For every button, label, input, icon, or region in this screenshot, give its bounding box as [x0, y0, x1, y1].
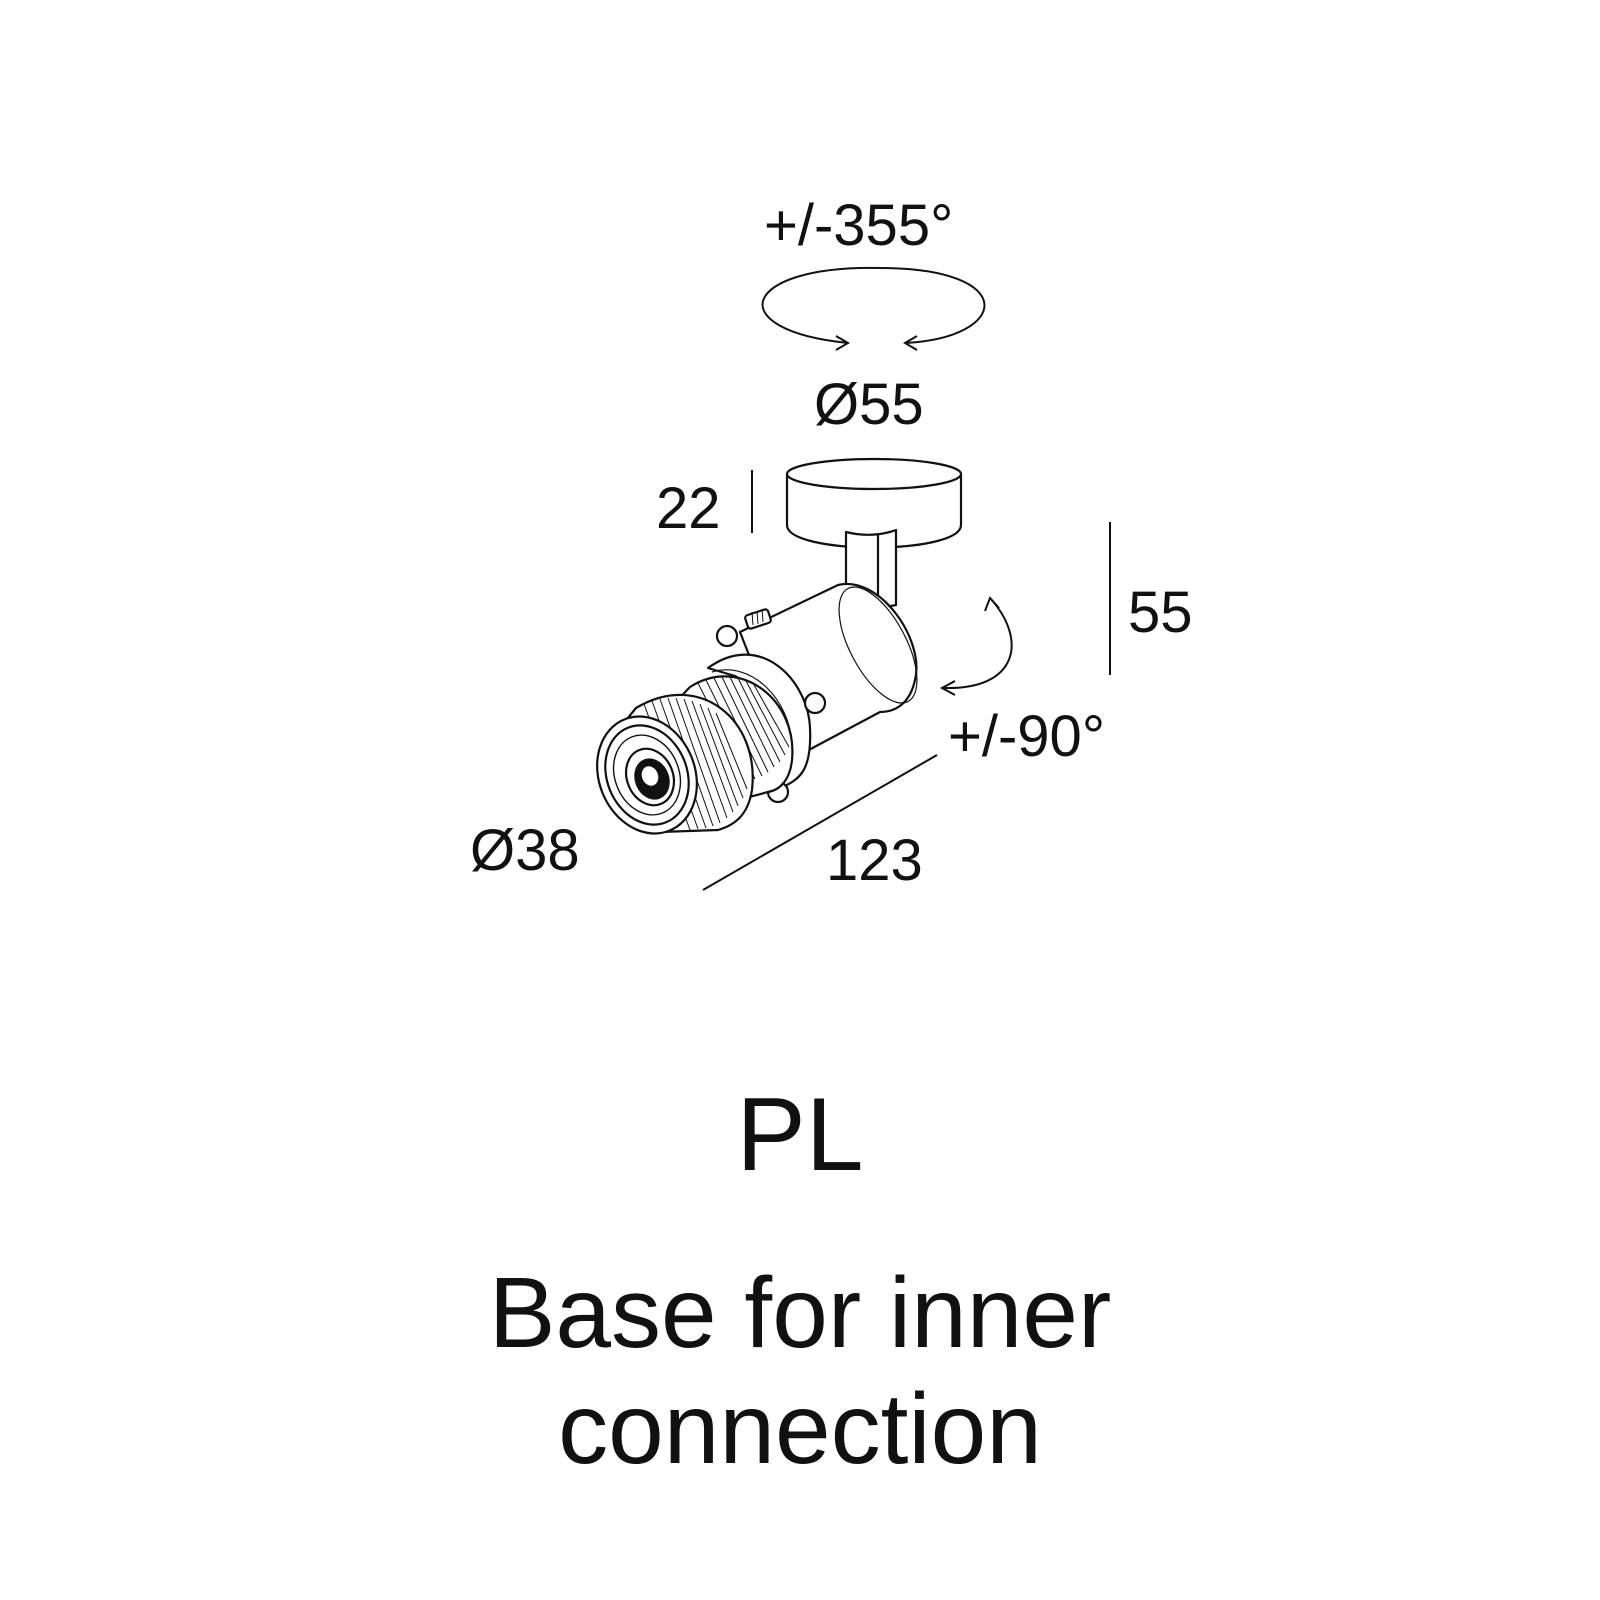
- spotlight-illustration: [596, 457, 963, 835]
- product-code: PL: [736, 1077, 864, 1193]
- total-height-label: 55: [1128, 580, 1193, 645]
- rotation-label: +/-355°: [764, 193, 953, 258]
- product-description: Base for inner connection: [0, 1255, 1600, 1487]
- head-diameter-label: Ø38: [470, 818, 580, 883]
- tilt-label: +/-90°: [948, 704, 1105, 769]
- base-diameter-label: Ø55: [814, 372, 924, 437]
- product-description-line-2: connection: [558, 1373, 1042, 1485]
- rotation-arrow-icon: [761, 266, 986, 351]
- length-dimension-line: [702, 754, 938, 891]
- base-height-label: 22: [656, 476, 721, 541]
- length-label: 123: [826, 828, 923, 893]
- product-description-line-1: Base for inner: [488, 1257, 1112, 1369]
- tilt-arrow-icon: [939, 596, 1013, 696]
